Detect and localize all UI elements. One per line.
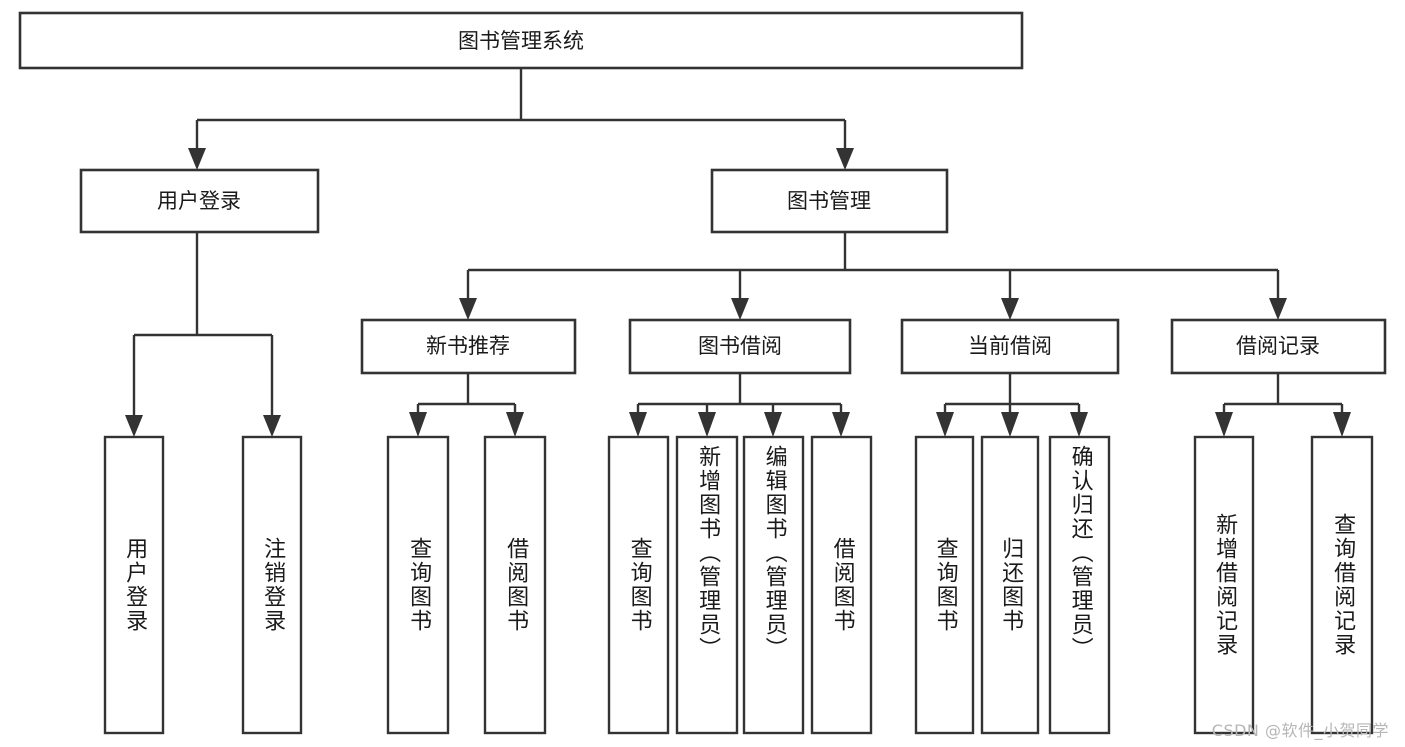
leaf-box-query-record[interactable] bbox=[1310, 435, 1374, 735]
connector-bookborrow-to-leaves bbox=[629, 373, 850, 437]
connector-userlogin-to-leaves bbox=[125, 232, 281, 437]
leaf-box-borrow-book-2[interactable] bbox=[810, 435, 873, 735]
node-book-borrow[interactable]: 图书借阅 bbox=[628, 318, 852, 375]
leaf-box-return-book[interactable] bbox=[980, 435, 1040, 735]
node-user-login-label: 用户登录 bbox=[157, 189, 241, 213]
watermark-text: CSDN @软件_小贺同学 bbox=[1211, 721, 1389, 740]
leaf-box-query-book-3[interactable] bbox=[914, 435, 975, 735]
node-new-book-recommend-label: 新书推荐 bbox=[426, 334, 510, 358]
connector-root-to-level2 bbox=[188, 68, 854, 170]
connector-borrowrecord-to-leaves bbox=[1215, 373, 1351, 437]
node-book-manage[interactable]: 图书管理 bbox=[710, 168, 949, 234]
leaf-box-confirm-return[interactable] bbox=[1048, 435, 1111, 735]
node-book-manage-label: 图书管理 bbox=[787, 189, 871, 213]
node-root[interactable]: 图书管理系统 bbox=[18, 11, 1024, 70]
leaf-box-query-book-2[interactable] bbox=[607, 435, 670, 735]
node-current-borrow[interactable]: 当前借阅 bbox=[900, 318, 1120, 375]
node-user-login[interactable]: 用户登录 bbox=[79, 168, 320, 234]
connector-bookmanage-to-level3 bbox=[459, 232, 1287, 320]
connector-currentborrow-to-leaves bbox=[936, 373, 1088, 437]
leaf-box-add-record[interactable] bbox=[1193, 435, 1255, 735]
node-root-label: 图书管理系统 bbox=[458, 29, 584, 53]
leaf-box-edit-book[interactable] bbox=[742, 435, 805, 735]
node-book-borrow-label: 图书借阅 bbox=[698, 334, 782, 358]
leaf-box-add-book[interactable] bbox=[675, 435, 739, 735]
leaf-box-borrow-book-1[interactable] bbox=[483, 435, 547, 735]
node-borrow-record-label: 借阅记录 bbox=[1236, 334, 1320, 358]
node-borrow-record[interactable]: 借阅记录 bbox=[1170, 318, 1387, 375]
connector-newbook-to-leaves bbox=[409, 373, 524, 437]
leaf-box-user-logout[interactable] bbox=[241, 435, 303, 735]
node-current-borrow-label: 当前借阅 bbox=[968, 334, 1052, 358]
node-new-book-recommend[interactable]: 新书推荐 bbox=[360, 318, 577, 375]
leaf-box-query-book-1[interactable] bbox=[386, 435, 450, 735]
leaf-box-user-login[interactable] bbox=[103, 435, 165, 735]
